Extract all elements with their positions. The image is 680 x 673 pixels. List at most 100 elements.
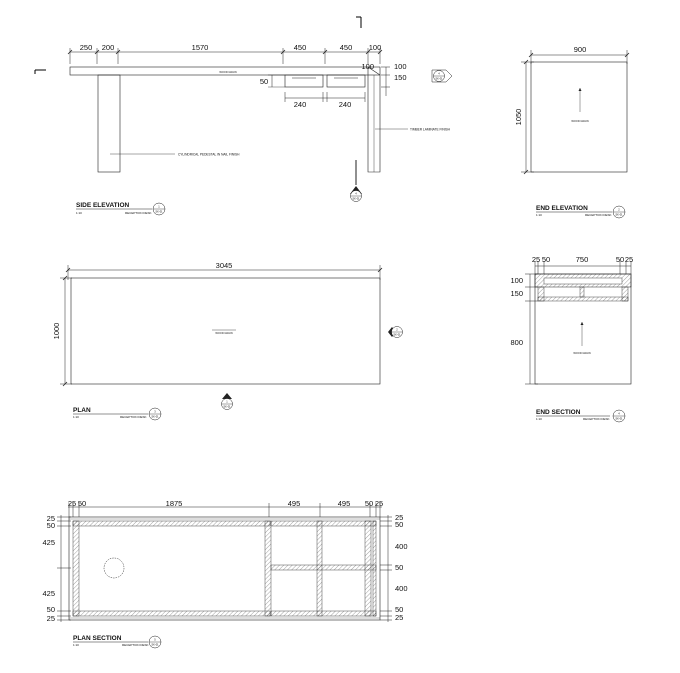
end-elevation-scale: 1:10 — [536, 213, 542, 217]
ps-dim-top-1875: 1875 — [166, 499, 183, 508]
plan-note: WOOD GRAIN — [215, 331, 232, 335]
svg-text:SK-01: SK-01 — [615, 417, 623, 421]
side-dim-right-100b: 100 — [394, 62, 407, 71]
ps-dim-top-25-b: 25 — [375, 499, 383, 508]
side-dim-250: 250 — [80, 43, 93, 52]
side-note-laminate: TIMBER LAMINATE FINISH — [410, 128, 451, 132]
side-section-tag-right: 4 SK-01 — [431, 69, 453, 83]
svg-text:3: 3 — [154, 410, 156, 414]
end-elevation-title-block: END ELEVATION 1:10 RECEPTION DESK 2 SK-0… — [536, 205, 626, 219]
ps-dim-top-25-a: 25 — [68, 499, 76, 508]
side-drawer-1 — [284, 74, 324, 88]
plan-title-block: PLAN 1:10 RECEPTION DESK 3 SK-01 — [73, 407, 162, 421]
end-section-top-hatch — [534, 273, 632, 302]
plan-tag-bottom: 1 SK-01 — [221, 393, 233, 410]
side-dim-200: 200 — [102, 43, 115, 52]
end-elevation-title: END ELEVATION — [536, 205, 588, 212]
end-section-drawing: RECEPTION DESK — [583, 417, 610, 421]
plan-section-hatched-frame — [72, 520, 377, 617]
side-dim-string-top — [69, 48, 381, 64]
side-dim-right-100: 100 — [361, 62, 374, 71]
end-section-title: END SECTION — [536, 409, 581, 416]
end-section-view: 25 50 750 50 25 100 150 800 WOOD GRAIN E… — [510, 255, 633, 423]
end-sect-dim-50-a: 50 — [542, 255, 550, 264]
side-dim-50: 50 — [260, 77, 268, 86]
end-sect-note: WOOD GRAIN — [573, 351, 590, 355]
svg-text:4: 4 — [355, 192, 357, 196]
svg-text:4: 4 — [438, 72, 440, 76]
end-section-title-block: END SECTION 1:10 RECEPTION DESK 4 SK-01 — [536, 409, 626, 423]
side-end-panel — [367, 66, 381, 173]
side-dim-450-b: 450 — [340, 43, 353, 52]
plan-section-title-block: PLAN SECTION 1:10 RECEPTION DESK 5 SK-01 — [73, 635, 162, 649]
end-elevation-outline — [530, 61, 628, 173]
plan-section-scale: 1:10 — [73, 643, 79, 647]
end-sect-dim-25-b: 25 — [625, 255, 633, 264]
side-dim-450-a: 450 — [294, 43, 307, 52]
ps-dim-right-25-a: 25 — [395, 513, 403, 522]
side-elevation-title-block: SIDE ELEVATION 1:10 RECEPTION DESK 1 SK-… — [76, 202, 166, 216]
side-dim-ticks — [67, 49, 383, 55]
plan-tag-right: 2 SK-01 — [388, 326, 403, 338]
plan-section-drawing: RECEPTION DESK — [122, 643, 149, 647]
end-sect-dim-50-b: 50 — [616, 255, 624, 264]
plan-section-view: 25 50 1875 495 495 50 25 25 50 425 425 5… — [42, 499, 408, 649]
svg-text:SK-01: SK-01 — [393, 333, 401, 337]
ps-dim-top-495-b: 495 — [338, 499, 351, 508]
end-elev-dim-900: 900 — [574, 45, 587, 54]
plan-scale: 1:10 — [73, 415, 79, 419]
side-section-tag-bottom: 4 SK-01 — [350, 160, 362, 202]
side-note-wood-grain: WOOD GRAIN — [219, 70, 236, 74]
plan-outline — [70, 277, 381, 385]
end-sect-dim-100: 100 — [510, 276, 523, 285]
side-dim-240-b: 240 — [339, 100, 352, 109]
svg-text:SK-01: SK-01 — [352, 197, 360, 201]
ps-dim-right-25-b: 25 — [395, 613, 403, 622]
side-dim-100: 100 — [369, 43, 382, 52]
svg-text:SK-01: SK-01 — [155, 210, 163, 214]
svg-text:2: 2 — [396, 328, 398, 332]
svg-text:SK-01: SK-01 — [615, 213, 623, 217]
ps-dim-right-400-a: 400 — [395, 542, 408, 551]
plan-view: 3045 1000 WOOD GRAIN 2 SK-01 1 SK-01 PLA… — [52, 261, 403, 421]
svg-text:5: 5 — [154, 638, 156, 642]
side-dim-drawers — [284, 92, 366, 102]
side-drawer-2 — [326, 74, 366, 88]
side-dim-1570: 1570 — [192, 43, 209, 52]
plan-section-title: PLAN SECTION — [73, 635, 122, 642]
end-elevation-view: 900 1050 WOOD GRAIN END ELEVATION 1:10 R… — [514, 45, 630, 219]
side-elevation-view: 250 200 1570 450 450 100 WOOD GRAIN CYLI… — [34, 16, 453, 216]
ps-dim-left-50-a: 50 — [47, 521, 55, 530]
side-pedestal — [97, 74, 121, 173]
end-sect-dim-25-a: 25 — [532, 255, 540, 264]
end-section-scale: 1:10 — [536, 417, 542, 421]
svg-text:1: 1 — [158, 205, 160, 209]
end-elev-note: WOOD GRAIN — [571, 119, 588, 123]
ps-dim-top-50-a: 50 — [78, 499, 86, 508]
end-elevation-drawing: RECEPTION DESK — [585, 213, 612, 217]
svg-text:SK-01: SK-01 — [435, 77, 443, 81]
side-elevation-title: SIDE ELEVATION — [76, 202, 130, 209]
ps-dim-left-50-b: 50 — [47, 605, 55, 614]
ps-dim-top-50-b: 50 — [365, 499, 373, 508]
ps-dim-left-425-a: 425 — [42, 538, 55, 547]
end-elev-dim-1050: 1050 — [514, 109, 523, 126]
side-desk-top — [69, 66, 381, 76]
plan-section-outline — [68, 516, 381, 621]
side-elevation-drawing: RECEPTION DESK — [125, 211, 152, 215]
ps-dim-left-25-b: 25 — [47, 614, 55, 623]
plan-dim-1000: 1000 — [52, 323, 61, 340]
ps-dim-left-25-a: 25 — [47, 514, 55, 523]
side-dim-240-a: 240 — [294, 100, 307, 109]
svg-text:1: 1 — [226, 400, 228, 404]
svg-text:SK-01: SK-01 — [223, 405, 231, 409]
plan-title: PLAN — [73, 407, 91, 414]
side-elevation-scale: 1:10 — [76, 211, 82, 215]
ps-dim-right-400-b: 400 — [395, 584, 408, 593]
svg-text:SK-01: SK-01 — [151, 643, 159, 647]
cable-grommet — [103, 557, 125, 579]
ps-dim-right-50-a: 50 — [395, 520, 403, 529]
side-note-pedestal: CYLINDRICAL PEDESTAL IN NAIL FINISH — [178, 153, 240, 157]
ps-dim-right-50-b: 50 — [395, 563, 403, 572]
